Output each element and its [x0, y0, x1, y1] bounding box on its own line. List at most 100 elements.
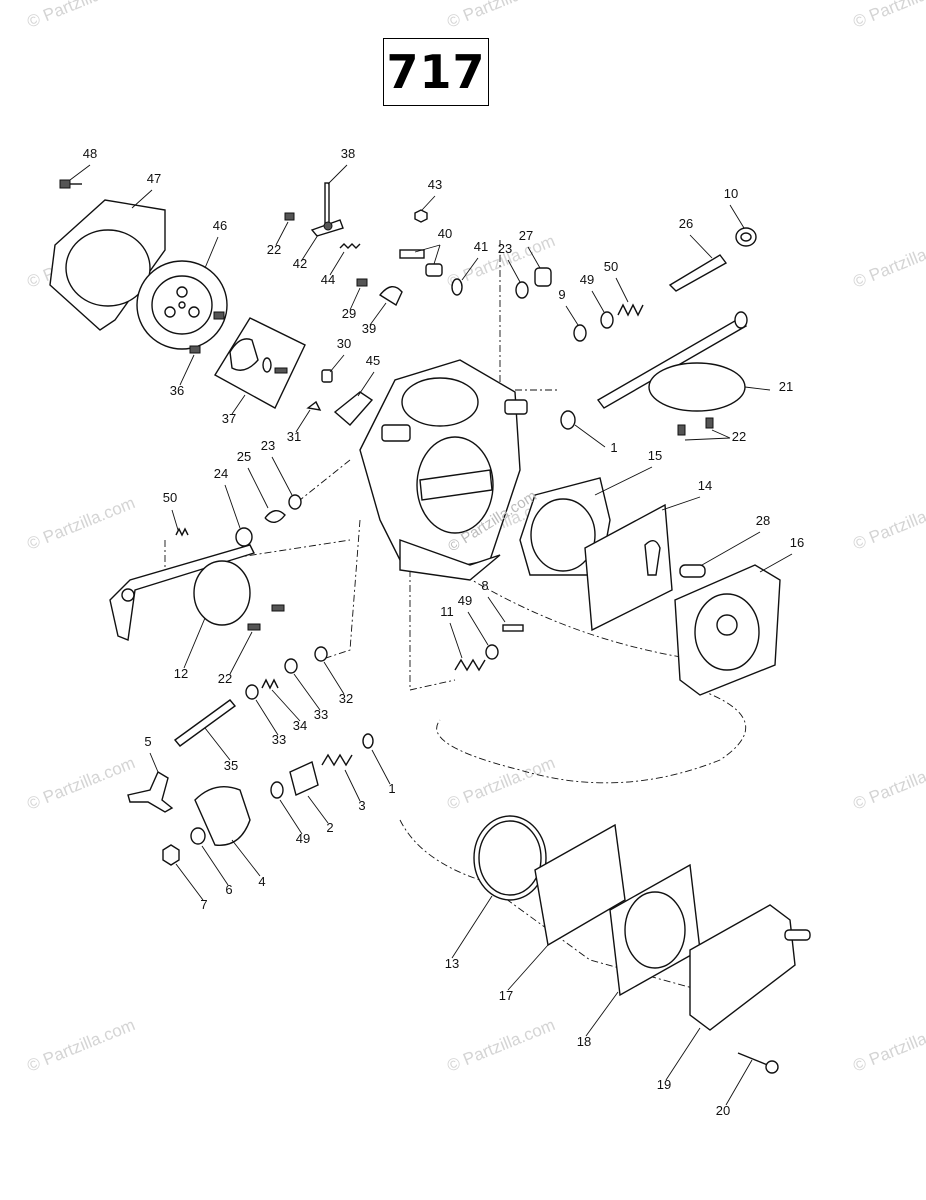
part-43-nut — [414, 209, 428, 223]
part-17-membrane — [534, 823, 626, 947]
callout-33: 33 — [314, 707, 328, 722]
callout-22: 22 — [267, 242, 281, 257]
part-22-screws-c — [247, 604, 285, 631]
callout-42: 42 — [293, 256, 307, 271]
callout-22: 22 — [218, 671, 232, 686]
callout-37: 37 — [222, 411, 236, 426]
callout-23: 23 — [261, 438, 275, 453]
part-28-fitting — [679, 564, 706, 578]
callout-19: 19 — [657, 1077, 671, 1092]
part-4-cover — [194, 786, 251, 846]
callout-15: 15 — [648, 448, 662, 463]
callout-45: 45 — [366, 353, 380, 368]
part-47-gasket — [49, 199, 166, 331]
callout-14: 14 — [698, 478, 712, 493]
part-1-o-ring-b — [362, 733, 374, 749]
callout-36: 36 — [170, 383, 184, 398]
part-50-spring-a — [617, 303, 644, 317]
part-18-gasket — [609, 863, 701, 997]
part-27-plug — [534, 267, 552, 287]
callout-31: 31 — [287, 429, 301, 444]
callout-9: 9 — [558, 287, 565, 302]
part-31-plug — [306, 400, 322, 411]
part-5-lever — [127, 770, 174, 813]
part-25-spring — [264, 510, 286, 523]
part-49-washer-c — [270, 781, 284, 799]
part-12-throttle-lever — [109, 544, 255, 641]
part-19-pump-cover — [689, 904, 811, 1031]
callout-30: 30 — [337, 336, 351, 351]
callout-35: 35 — [224, 758, 238, 773]
watermark: © Partzilla.com — [24, 753, 137, 814]
callout-5: 5 — [144, 734, 151, 749]
callout-18: 18 — [577, 1034, 591, 1049]
callout-44: 44 — [321, 272, 335, 287]
callout-49: 49 — [580, 272, 594, 287]
part-7-nut — [162, 844, 180, 866]
callout-50: 50 — [604, 259, 618, 274]
callout-1: 1 — [388, 781, 395, 796]
part-2-bushing — [289, 761, 319, 796]
part-38-pin — [324, 182, 330, 226]
part-45-gasket — [333, 391, 374, 426]
callout-17: 17 — [499, 988, 513, 1003]
part-37-plate — [214, 317, 306, 409]
part-34-spring — [261, 678, 279, 690]
watermark: © Partzilla.com — [24, 493, 137, 554]
watermark: © Partzilla.com — [444, 753, 557, 814]
callout-1: 1 — [610, 440, 617, 455]
callout-46: 46 — [213, 218, 227, 233]
callout-39: 39 — [362, 321, 376, 336]
part-24-bushing — [235, 527, 253, 547]
callout-2: 2 — [326, 820, 333, 835]
watermark: © Partzilla.com — [850, 493, 926, 554]
callout-49: 49 — [458, 593, 472, 608]
part-49-washer-b — [485, 644, 499, 660]
watermark: © Partzilla.com — [850, 231, 926, 292]
callout-27: 27 — [519, 228, 533, 243]
callout-32: 32 — [339, 691, 353, 706]
callout-22: 22 — [732, 429, 746, 444]
part-23-o-ring-a — [515, 281, 529, 299]
part-39-clip — [378, 286, 403, 307]
callout-29: 29 — [342, 306, 356, 321]
watermark: © Partzilla.com — [850, 0, 926, 32]
part-3-spring — [321, 753, 353, 767]
part-13-o-ring — [473, 815, 547, 901]
callout-47: 47 — [147, 171, 161, 186]
part-1-o-ring-a — [560, 410, 576, 430]
callout-43: 43 — [428, 177, 442, 192]
callout-34: 34 — [293, 718, 307, 733]
part-46-diaphragm — [136, 260, 228, 350]
part-33-washers — [245, 658, 298, 700]
part-41-ring — [451, 278, 463, 296]
part-9-o-ring — [573, 324, 587, 342]
callout-24: 24 — [214, 466, 228, 481]
part-50-spring-b — [175, 527, 189, 537]
watermark: © Partzilla.com — [850, 753, 926, 814]
callout-21: 21 — [779, 379, 793, 394]
watermark: © Partzilla.com — [24, 0, 137, 32]
callout-41: 41 — [474, 239, 488, 254]
callout-3: 3 — [358, 798, 365, 813]
callout-4: 4 — [258, 874, 265, 889]
callout-50: 50 — [163, 490, 177, 505]
callout-11: 11 — [440, 604, 454, 619]
part-35-needle — [173, 699, 237, 747]
part-20-screw — [737, 1052, 779, 1074]
carburetor-body — [359, 359, 528, 581]
callout-40: 40 — [438, 226, 452, 241]
part-6-washer — [190, 827, 206, 845]
callout-49: 49 — [296, 831, 310, 846]
part-44-spring — [339, 243, 361, 249]
part-26-needle — [668, 254, 728, 292]
callout-6: 6 — [225, 882, 232, 897]
part-42-lever — [310, 219, 344, 237]
part-40-jet — [399, 249, 443, 277]
part-36-screws — [189, 311, 225, 354]
part-32-o-ring — [314, 646, 328, 662]
callout-48: 48 — [83, 146, 97, 161]
callout-13: 13 — [445, 956, 459, 971]
